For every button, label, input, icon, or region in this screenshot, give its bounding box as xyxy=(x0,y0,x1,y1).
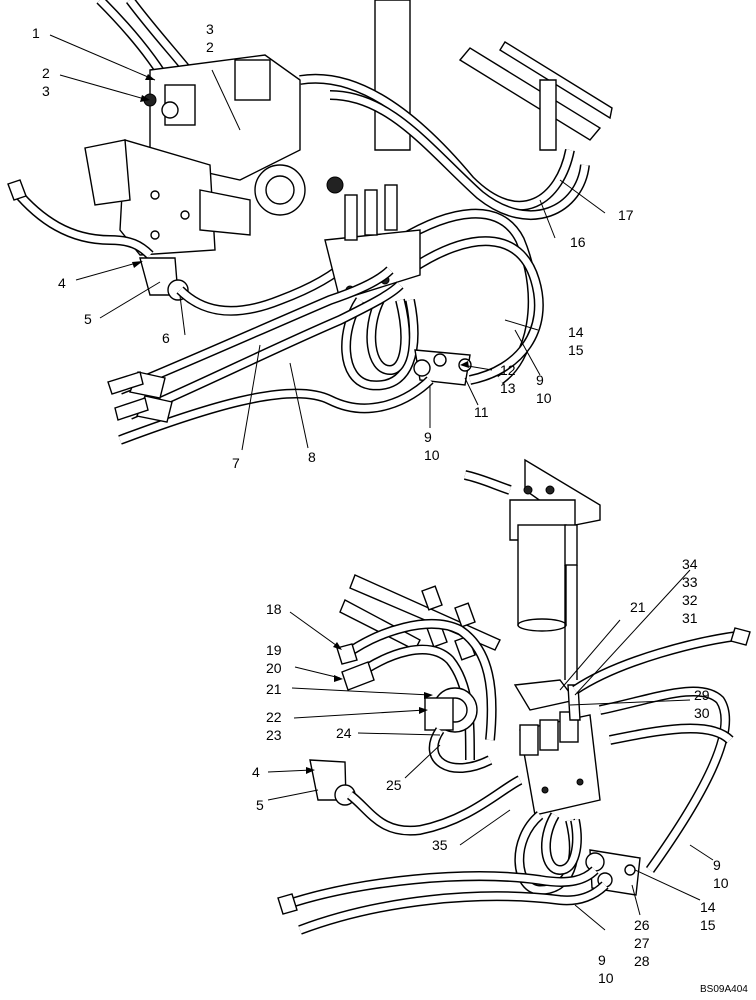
callout-16: 16 xyxy=(570,234,586,250)
callout-10: 10 xyxy=(536,390,552,406)
callout-19: 19 xyxy=(266,642,282,658)
callout-2: 2 xyxy=(206,39,214,55)
swivel-fitting-lower xyxy=(309,759,523,836)
callout-20: 20 xyxy=(266,660,282,676)
pilot-manifold xyxy=(324,184,421,301)
rear-hoses xyxy=(96,0,590,385)
return-filter xyxy=(463,458,601,680)
callout-34: 34 xyxy=(682,556,698,572)
bottom-hoses xyxy=(277,866,609,935)
callout-4: 4 xyxy=(252,764,260,780)
solenoid-valve xyxy=(424,687,493,774)
upper-assembly xyxy=(7,0,613,451)
callout-10: 10 xyxy=(713,875,729,891)
callout-4: 4 xyxy=(58,275,66,291)
callout-9: 9 xyxy=(424,429,432,445)
callout-9: 9 xyxy=(536,372,544,388)
callout-5: 5 xyxy=(256,797,264,813)
callout-28: 28 xyxy=(634,953,650,969)
callout-23: 23 xyxy=(266,727,282,743)
callout-21: 21 xyxy=(630,599,646,615)
callout-29: 29 xyxy=(694,687,710,703)
callout-12: 12 xyxy=(500,362,516,378)
bulkhead-tee-upper xyxy=(413,349,472,386)
callout-27: 27 xyxy=(634,935,650,951)
callout-1: 1 xyxy=(32,25,40,41)
callout-14: 14 xyxy=(700,899,716,915)
callout-22: 22 xyxy=(266,709,282,725)
callout-24: 24 xyxy=(336,725,352,741)
callout-14: 14 xyxy=(568,324,584,340)
callout-25: 25 xyxy=(386,777,402,793)
callout-15: 15 xyxy=(700,917,716,933)
callout-3: 3 xyxy=(206,21,214,37)
callout-labels: 1 2 3 3 2 4 5 6 7 8 9 10 11 12 13 9 10 1… xyxy=(32,21,748,995)
callout-2: 2 xyxy=(42,65,50,81)
loop-hoses xyxy=(341,297,419,391)
callout-33: 33 xyxy=(682,574,698,590)
callout-6: 6 xyxy=(162,330,170,346)
callout-21: 21 xyxy=(266,681,282,697)
leader-lines-upper xyxy=(49,34,606,451)
figure-reference-id: BS09A404 xyxy=(700,984,748,995)
callout-7: 7 xyxy=(232,455,240,471)
callout-10: 10 xyxy=(424,447,440,463)
callout-10: 10 xyxy=(598,970,614,986)
left-hose-fitting xyxy=(7,179,154,259)
callout-18: 18 xyxy=(266,601,282,617)
callout-26: 26 xyxy=(634,917,650,933)
callout-32: 32 xyxy=(682,592,698,608)
loader-control-valve xyxy=(84,54,344,256)
lower-assembly xyxy=(267,458,751,935)
lower-manifold xyxy=(513,679,601,816)
lower-loop-hoses xyxy=(514,811,582,896)
callout-11: 11 xyxy=(474,404,489,420)
callout-8: 8 xyxy=(308,449,316,465)
main-hoses xyxy=(107,266,434,445)
callout-30: 30 xyxy=(694,705,710,721)
callout-5: 5 xyxy=(84,311,92,327)
callout-13: 13 xyxy=(500,380,516,396)
callout-35: 35 xyxy=(432,837,448,853)
callout-3: 3 xyxy=(42,83,50,99)
callout-9: 9 xyxy=(713,857,721,873)
leader-lines-lower xyxy=(267,569,714,931)
callout-31: 31 xyxy=(682,610,698,626)
callout-17: 17 xyxy=(618,207,634,223)
right-long-hoses xyxy=(572,627,751,873)
callout-9: 9 xyxy=(598,952,606,968)
callout-15: 15 xyxy=(568,342,584,358)
